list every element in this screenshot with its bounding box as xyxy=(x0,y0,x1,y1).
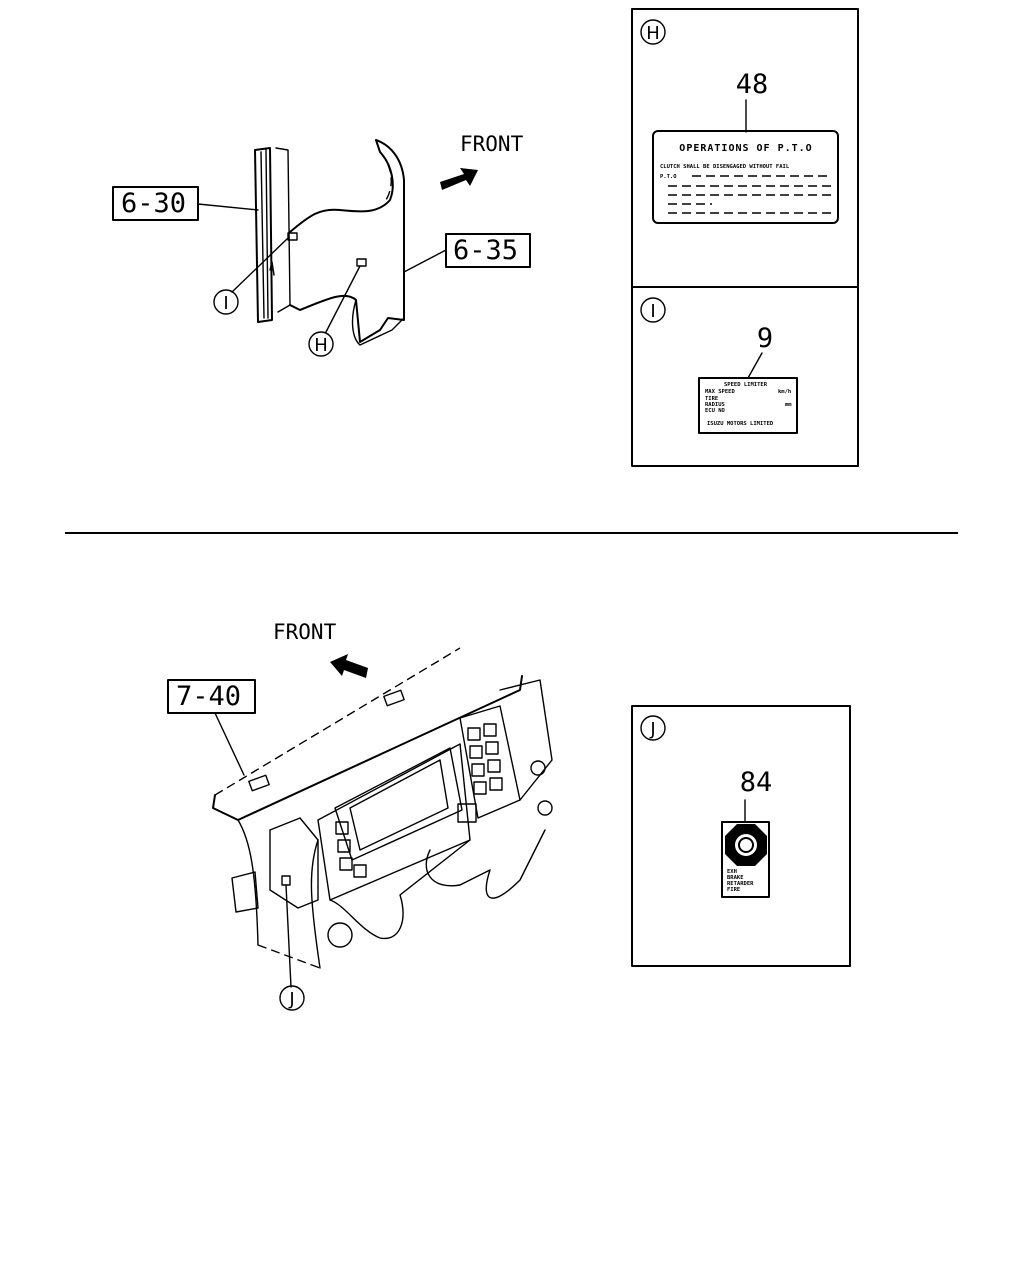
part-number-48: 48 xyxy=(736,69,769,100)
callout-6-30[interactable]: 6-30 xyxy=(112,186,259,221)
svg-text:H: H xyxy=(314,335,328,356)
svg-text:EXH: EXH xyxy=(727,869,737,875)
svg-text:RETARDER: RETARDER xyxy=(727,881,754,887)
front-arrow-upper: FRONT xyxy=(440,132,524,190)
svg-text:P.T.O: P.T.O xyxy=(660,174,677,180)
svg-text:7-40: 7-40 xyxy=(176,681,241,712)
label-48 xyxy=(652,130,839,224)
callout-7-40[interactable]: 7-40 xyxy=(167,679,256,776)
arrow-icon xyxy=(440,168,478,190)
svg-text:TIRE: TIRE xyxy=(705,396,718,402)
front-label-upper: FRONT xyxy=(460,132,524,156)
label-9 xyxy=(698,377,798,434)
svg-text:6-35: 6-35 xyxy=(453,235,518,266)
svg-text:mm: mm xyxy=(785,402,792,408)
svg-text:ECU NO: ECU NO xyxy=(705,408,726,414)
svg-text:MAX SPEED: MAX SPEED xyxy=(705,389,735,395)
svg-text:FIRE: FIRE xyxy=(727,887,740,893)
detail-panel-i: I 9 SPEED LIMITER MAX SPEED km/h TIRE RA… xyxy=(631,286,859,467)
label-84 xyxy=(721,821,770,898)
detail-i-marker: I xyxy=(650,301,655,322)
detail-j-marker: J xyxy=(649,719,655,740)
svg-text:J: J xyxy=(288,989,294,1010)
marker-i-upper[interactable]: I xyxy=(213,237,289,315)
svg-text:SPEED LIMITER: SPEED LIMITER xyxy=(724,382,768,388)
arrow-icon xyxy=(330,654,368,678)
detail-h-marker: H xyxy=(646,23,660,44)
svg-text:ISUZU MOTORS LIMITED: ISUZU MOTORS LIMITED xyxy=(707,421,774,427)
dashboard-drawing xyxy=(212,647,553,969)
marker-h-upper[interactable]: H xyxy=(308,265,361,357)
svg-text:OPERATIONS OF P.T.O: OPERATIONS OF P.T.O xyxy=(679,143,812,154)
part-number-84: 84 xyxy=(740,767,773,798)
svg-text:6-30: 6-30 xyxy=(121,188,186,219)
marker-j-lower[interactable]: J xyxy=(279,884,305,1011)
detail-panel-h: H 48 OPERATIONS OF P.T.O CLUTCH SHALL BE… xyxy=(631,8,859,288)
svg-text:CLUTCH SHALL BE DISENGAGED WIT: CLUTCH SHALL BE DISENGAGED WITHOUT FAIL xyxy=(660,164,790,170)
svg-text:BRAKE: BRAKE xyxy=(727,875,744,881)
front-arrow-lower: FRONT xyxy=(273,620,368,678)
front-label-lower: FRONT xyxy=(273,620,337,644)
callout-6-35[interactable]: 6-35 xyxy=(403,233,531,273)
svg-text:I: I xyxy=(223,293,228,314)
svg-text:RADIUS: RADIUS xyxy=(705,402,725,408)
upper-assembly-drawing xyxy=(254,139,405,346)
svg-text:km/h: km/h xyxy=(778,389,791,395)
part-number-9: 9 xyxy=(757,323,773,354)
detail-panel-j: J 84 EXH BRAKE RETARDER FIRE xyxy=(631,705,851,967)
